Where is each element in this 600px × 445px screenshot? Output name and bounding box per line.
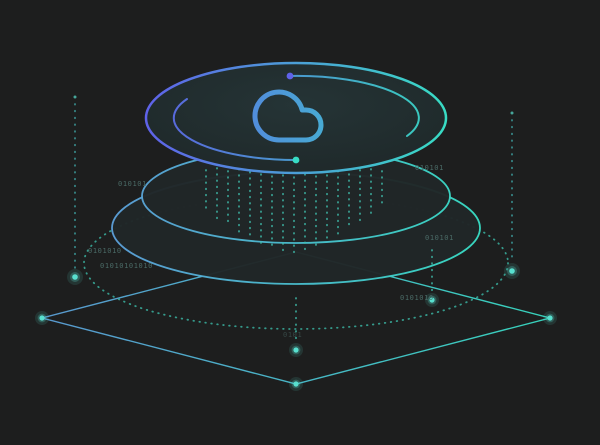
glow-core <box>429 297 435 303</box>
data-stream-dots <box>205 167 383 254</box>
diamond-corner-dot-bottom <box>289 377 303 391</box>
glow-core <box>39 315 45 321</box>
corner-dotted-line-right <box>504 111 520 279</box>
glow-core <box>72 274 78 280</box>
glow-core <box>293 381 299 387</box>
orbit-arc-left <box>172 98 297 162</box>
orbit-dot-bottom <box>292 156 300 164</box>
binary-label: 010101 <box>118 180 147 188</box>
glow-dot <box>504 263 520 279</box>
diamond-corner-dot-left <box>35 311 49 325</box>
line-start-dot <box>73 95 77 99</box>
orbit-dot-top <box>286 72 294 80</box>
glow-dot <box>289 343 303 357</box>
diamond-corner-dot-right <box>543 311 557 325</box>
binary-label: 010101 <box>425 234 454 242</box>
glow-dot <box>67 269 83 285</box>
line-start-dot <box>510 111 514 115</box>
glow-core <box>547 315 553 321</box>
cloud-icon <box>252 89 324 143</box>
binary-label: 010101 <box>415 164 444 172</box>
corner-dotted-line-left <box>67 95 83 285</box>
platform-ring-dotted <box>83 196 509 330</box>
binary-label: 0101010 <box>400 294 434 302</box>
disc-face <box>144 61 448 175</box>
glow-core <box>509 268 515 274</box>
glow-dot <box>425 293 439 307</box>
binary-labels: 010101 0101010 01010101010 010101 010101… <box>88 164 454 339</box>
binary-label: 01010101010 <box>100 262 153 270</box>
binary-label: 0101010 <box>88 247 122 255</box>
orbit-arc-right <box>289 74 420 137</box>
cloud-disc <box>144 61 448 175</box>
glow-core <box>293 347 299 353</box>
drop-trail-right <box>425 249 439 307</box>
drop-trail-center <box>289 297 303 357</box>
binary-label: 0101 <box>283 331 302 339</box>
